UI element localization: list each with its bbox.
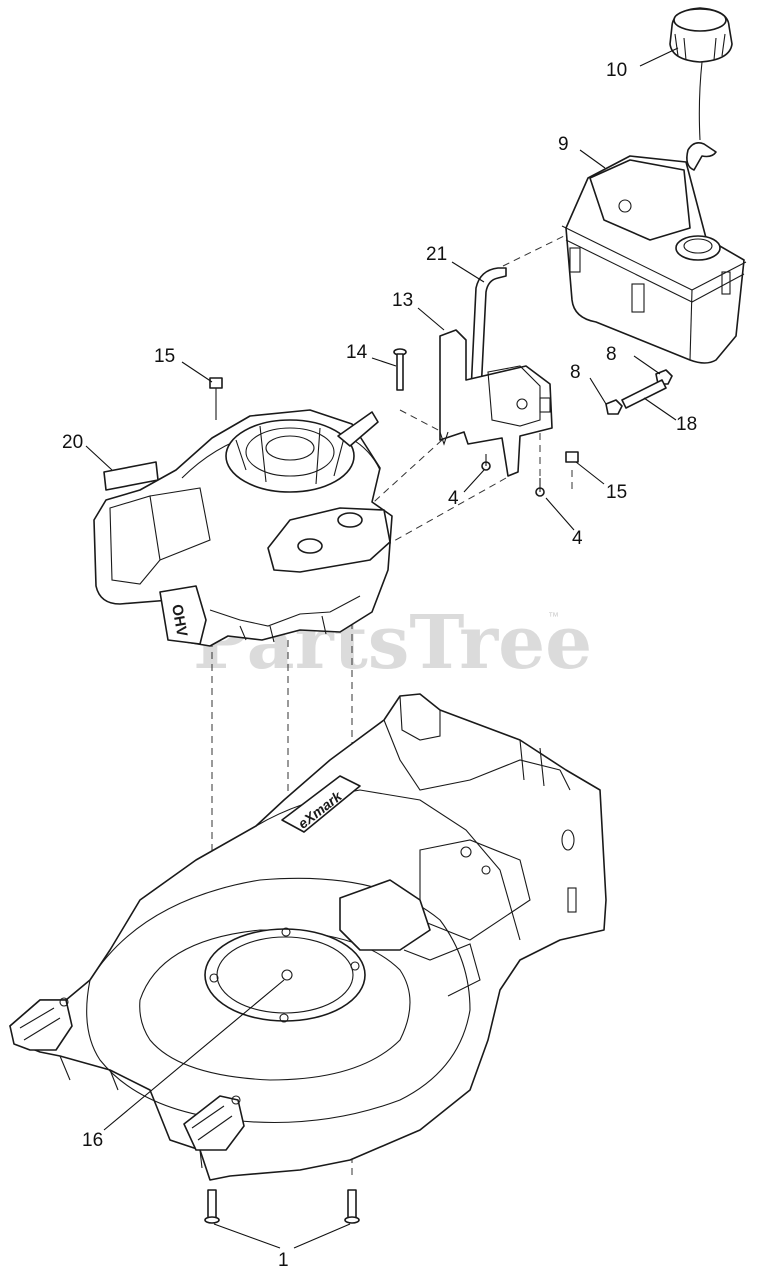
- callout-14: 14: [346, 342, 368, 363]
- callout-21: 21: [426, 244, 447, 265]
- deck-bolt-left: [204, 1189, 220, 1224]
- callout-15-left: 15: [154, 346, 175, 367]
- callout-9: 9: [558, 134, 569, 155]
- engine-badge-text: OHV: [168, 603, 190, 638]
- screw-15-right: [565, 451, 579, 463]
- screw-15-left: [209, 377, 223, 420]
- screw-4-right: [535, 478, 545, 497]
- nut-8-lower: [605, 399, 623, 415]
- fuel-tank: [561, 155, 747, 364]
- spacer-18: [621, 379, 667, 409]
- screw-4-left: [481, 454, 491, 471]
- callout-18: 18: [676, 414, 697, 435]
- trademark-symbol: ™: [548, 611, 559, 623]
- callout-10: 10: [606, 60, 627, 81]
- callout-8-upper: 8: [606, 344, 617, 365]
- bolt-14: [393, 348, 407, 391]
- leader-lines: [85, 47, 679, 1249]
- callout-20: 20: [62, 432, 83, 453]
- callout-15-right: 15: [606, 482, 627, 503]
- deck-bolt-right: [344, 1189, 360, 1224]
- callouts: 10 9 21 13 14 15 20 8 8 18 15 4 4 16 1: [62, 60, 697, 1271]
- callout-4-left: 4: [448, 488, 459, 509]
- tank-bracket: [439, 329, 553, 477]
- mower-deck: eXmark: [9, 693, 607, 1181]
- callout-16: 16: [82, 1130, 103, 1151]
- fuel-cap: [669, 7, 733, 63]
- engine: OHV: [93, 409, 393, 647]
- callout-1: 1: [278, 1250, 289, 1271]
- fuel-cap-tether: [686, 61, 717, 171]
- callout-13: 13: [392, 290, 413, 311]
- callout-4-right: 4: [572, 528, 583, 549]
- callout-8-lower: 8: [570, 362, 581, 383]
